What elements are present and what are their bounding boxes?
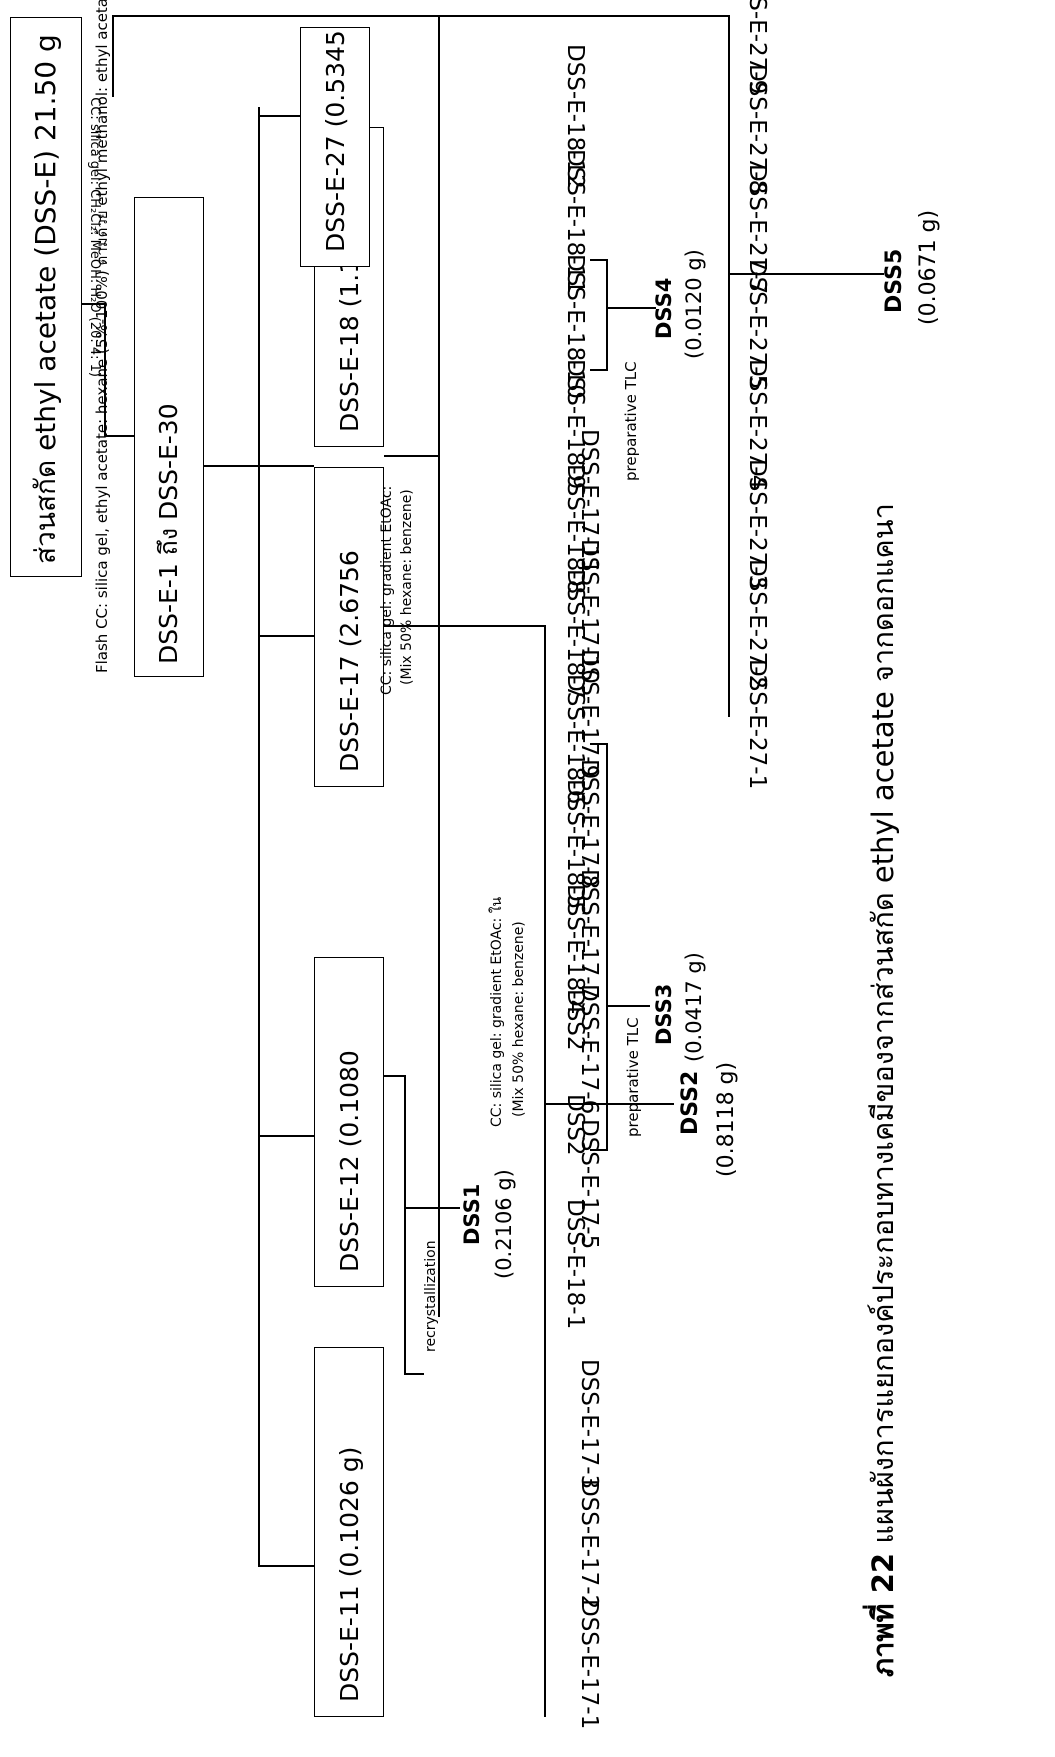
tlc2-top2 — [590, 259, 608, 261]
dss1-link — [404, 1207, 460, 1209]
cc17-line1: CC: silica gel: gradient EtOAc: ใน — [490, 897, 504, 1127]
sub18-label: DSS2 — [563, 1094, 586, 1156]
sub18-label: DSS-E-18-12 — [563, 44, 586, 189]
drop-e11 — [258, 1565, 314, 1567]
sub27-bus — [728, 17, 730, 717]
range-box: DSS-E-1 ถึง DSS-E-30 — [134, 197, 204, 677]
tlc1-out — [606, 1005, 650, 1007]
cc17-line2: (Mix 50% hexane: benzene) — [512, 921, 526, 1117]
root-label: ส่วนสกัด ethyl acetate (DSS-E) 21.50 g — [24, 34, 68, 564]
fraction-e27-label: DSS-E-27 (0.5345 — [321, 30, 350, 252]
prep-tlc-1: preparative TLC — [626, 1017, 641, 1137]
dss5-name: DSS5 — [884, 249, 906, 313]
e12-bracket-v — [404, 1075, 406, 1375]
sub17-bus — [544, 625, 546, 1717]
recryst-label: recrystallization — [424, 1240, 438, 1352]
range-top-line — [104, 435, 134, 437]
root-box: ส่วนสกัด ethyl acetate (DSS-E) 21.50 g — [10, 17, 82, 577]
fraction-e11: DSS-E-11 (0.1026 g) — [314, 1347, 384, 1717]
dss4-mass: (0.0120 g) — [684, 249, 705, 359]
drop-e18 — [258, 465, 314, 467]
sub18-label: DSS-E-18-1 — [563, 1199, 586, 1329]
sub17-label: DSS-E-17-1 — [577, 1599, 600, 1729]
tlc2-top1 — [590, 369, 608, 371]
fraction-e27: DSS-E-27 (0.5345 — [300, 27, 370, 267]
cc18-line2: (Mix 50% hexane: benzene) — [400, 489, 414, 685]
caption-prefix: ภาพที่ 22 — [866, 1553, 900, 1677]
fraction-e17-label: DSS-E-17 (2.6756 — [335, 550, 364, 772]
drop-e17 — [258, 635, 314, 637]
dss3-mass: (0.0417 g) — [684, 952, 705, 1062]
fraction-e12-label: DSS-E-12 (0.1080 — [335, 1050, 364, 1272]
e12-bracket-top — [384, 1075, 404, 1077]
dss1-name: DSS1 — [462, 1184, 483, 1245]
drop-e27 — [258, 115, 300, 117]
fraction-e12: DSS-E-12 (0.1080 — [314, 957, 384, 1287]
main-bus — [258, 107, 260, 1567]
fraction-e17: DSS-E-17 (2.6756 — [314, 467, 384, 787]
e27-route-h — [112, 15, 114, 97]
sub17-label: DSS-E-17-3 — [577, 1359, 600, 1489]
drop-e12 — [258, 1135, 314, 1137]
dss2-mass: (0.8118 g) — [716, 1062, 738, 1177]
sub27-label: DSS-E-27-9 — [745, 0, 768, 94]
tlc2-line — [606, 259, 608, 371]
fraction-e11-label: DSS-E-11 (0.1026 g) — [335, 1447, 364, 1702]
cc27-label: CC: silica gel: CH₂Cl₂: MeOH: H₂O (20: 4… — [88, 97, 101, 377]
e12-bracket-bottom — [404, 1373, 424, 1375]
sub18-bus — [438, 17, 440, 1317]
dss4-name: DSS4 — [654, 278, 675, 339]
dss5-link — [728, 273, 884, 275]
cc18-line1: CC: silica gel: gradient EtOAc: — [380, 486, 394, 695]
dss2-name: DSS2 — [680, 1071, 702, 1135]
tlc2-out — [606, 307, 656, 309]
figure-caption: ภาพที่ 22 แผนผังการแยกองค์ประกอบทางเคมีข… — [860, 503, 906, 1677]
e18-out — [384, 455, 438, 457]
dss5-mass: (0.0671 g) — [918, 210, 940, 325]
prep-tlc-2: preparative TLC — [624, 361, 639, 481]
tlc1-top2 — [590, 743, 608, 745]
dss1-mass: (0.2106 g) — [494, 1169, 515, 1279]
dss3-name: DSS3 — [654, 984, 675, 1045]
e27-route — [112, 15, 730, 17]
range-label: DSS-E-1 ถึง DSS-E-30 — [149, 403, 189, 664]
sub17-label: DSS-E-17-2 — [577, 1479, 600, 1609]
tlc1-line — [606, 743, 608, 1151]
caption-text: แผนผังการแยกองค์ประกอบทางเคมีของจากส่วนส… — [866, 503, 900, 1553]
range-down-line — [204, 465, 259, 467]
